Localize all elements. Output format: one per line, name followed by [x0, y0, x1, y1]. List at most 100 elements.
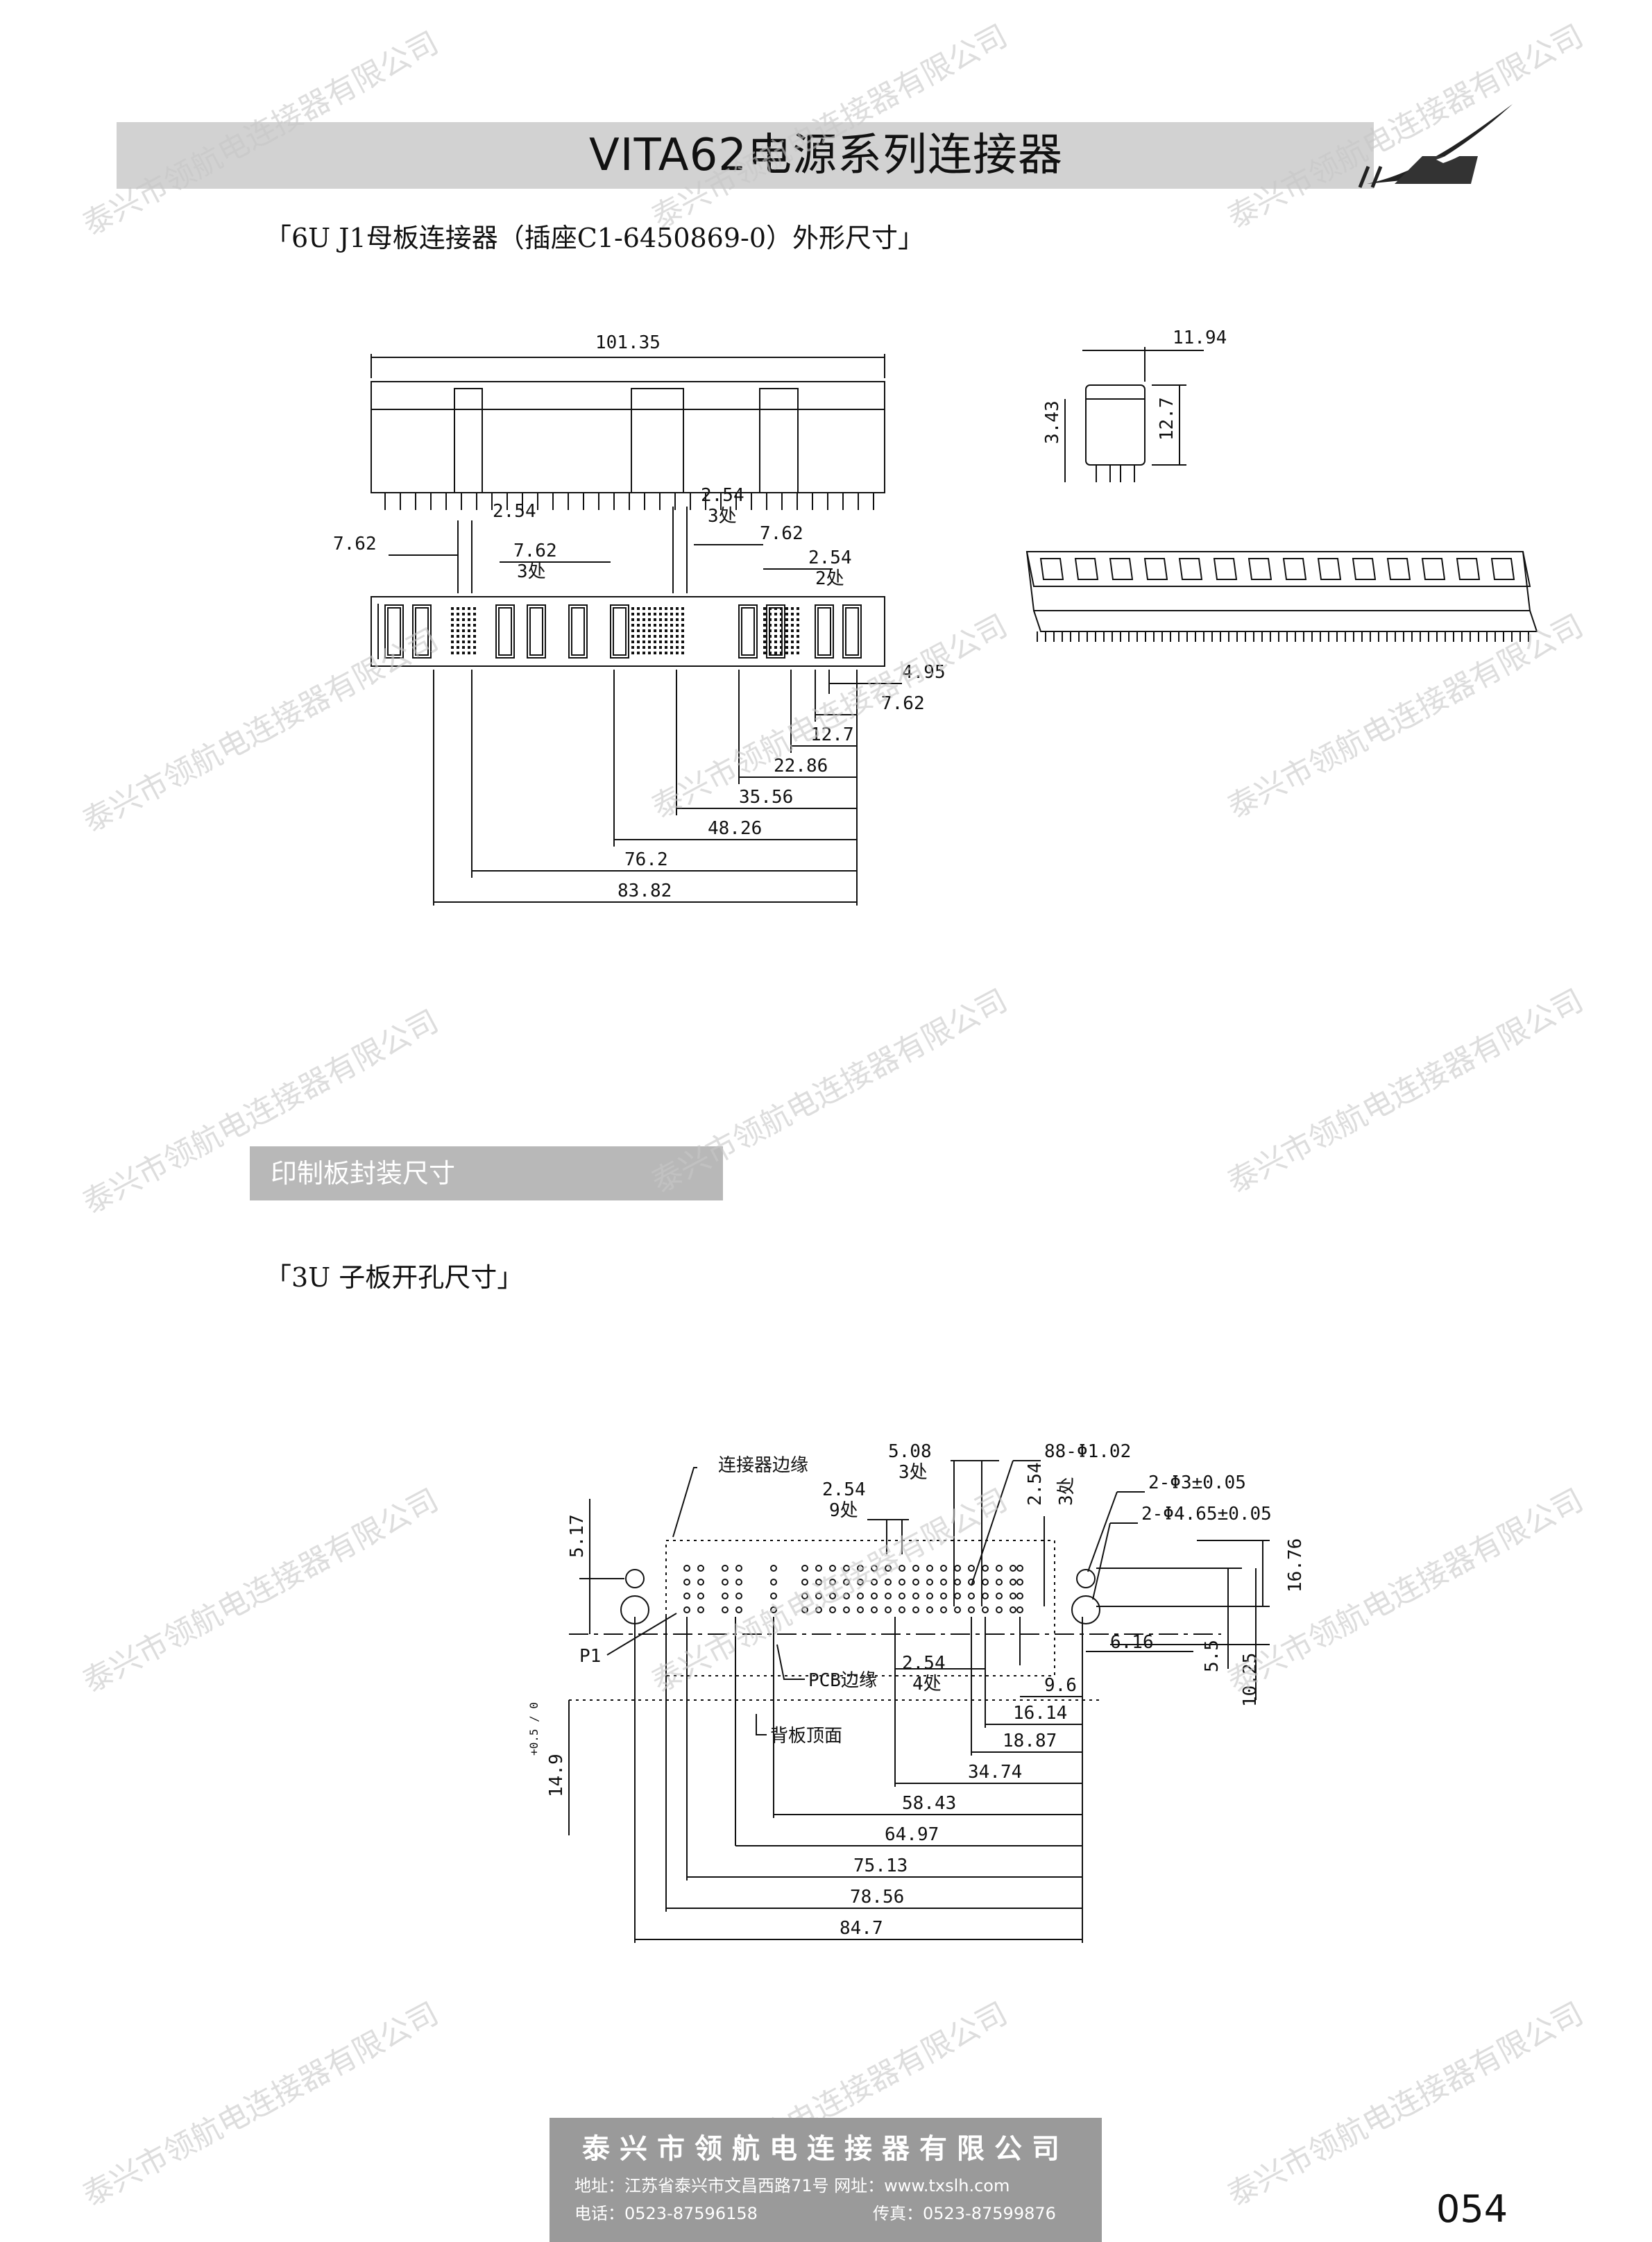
- pcb-hole: [982, 1565, 989, 1572]
- signal-pin: [769, 624, 772, 627]
- signal-pin: [774, 629, 777, 632]
- signal-pin: [659, 652, 662, 654]
- signal-pin: [654, 629, 656, 632]
- signal-pin: [451, 652, 454, 654]
- pcb-hole: [871, 1579, 878, 1586]
- signal-pin: [780, 618, 783, 621]
- dim-count-4: 4处: [912, 1674, 942, 1695]
- dim-616: 6.16: [1110, 1632, 1154, 1653]
- pcb-hole: [815, 1593, 822, 1599]
- signal-pin: [642, 640, 645, 643]
- signal-pin: [457, 607, 459, 610]
- signal-pin: [676, 652, 679, 654]
- signal-pin: [769, 613, 772, 615]
- signal-pin: [681, 624, 684, 627]
- page-number: 054: [1436, 2187, 1508, 2231]
- signal-pin: [637, 652, 640, 654]
- dim-5843: 58.43: [902, 1793, 956, 1814]
- dim-hole-3: 2-Φ3±0.05: [1148, 1472, 1246, 1493]
- pcb-hole: [954, 1565, 961, 1572]
- signal-pin: [797, 624, 799, 627]
- signal-pin: [659, 635, 662, 638]
- signal-pin: [670, 640, 673, 643]
- dim-1025: 10.25: [1240, 1653, 1261, 1707]
- power-slot-inner: [498, 607, 512, 656]
- signal-pin: [763, 652, 766, 654]
- power-slot-inner: [529, 607, 543, 656]
- caption-6u-connector: 「6U J1母板连接器（插座C1-6450869-0）外形尺寸」: [265, 223, 925, 253]
- signal-pin: [637, 618, 640, 621]
- signal-pin: [785, 624, 788, 627]
- dim-height-a: 3.43: [1042, 400, 1063, 444]
- signal-pin: [451, 624, 454, 627]
- isometric-view: [1025, 551, 1538, 642]
- pcb-hole: [982, 1606, 989, 1613]
- pcb-hole: [996, 1606, 1003, 1613]
- signal-pin: [457, 652, 459, 654]
- signal-pin: [659, 629, 662, 632]
- signal-pin: [462, 652, 465, 654]
- power-slot: [766, 604, 785, 659]
- signal-pin: [659, 613, 662, 615]
- signal-pin: [785, 618, 788, 621]
- signal-pin: [774, 618, 777, 621]
- pcb-hole: [683, 1579, 690, 1586]
- pcb-hole: [770, 1579, 777, 1586]
- signal-pin: [785, 607, 788, 610]
- pcb-hole: [996, 1565, 1003, 1572]
- signal-pin: [457, 629, 459, 632]
- signal-pin: [637, 629, 640, 632]
- signal-pin: [642, 646, 645, 649]
- power-slot: [610, 604, 629, 659]
- pcb-hole: [885, 1606, 892, 1613]
- footer-fax: 传真：0523-87599876: [873, 2204, 1056, 2223]
- section-band: [250, 1146, 723, 1200]
- pcb-hole: [857, 1565, 864, 1572]
- signal-pin: [451, 607, 454, 610]
- dim-count-3v: 3处: [1056, 1477, 1077, 1506]
- signal-pin: [659, 618, 662, 621]
- signal-pin: [637, 624, 640, 627]
- footprint-view: 2.54 7.62 7.62 3处 2.54 3处 7.62 2.54 2处 4…: [333, 485, 946, 906]
- pcb-hole: [926, 1606, 933, 1613]
- dim-hole-465: 2-Φ4.65±0.05: [1141, 1504, 1272, 1525]
- signal-pin: [774, 635, 777, 638]
- signal-pin: [659, 624, 662, 627]
- dim-count-2: 2处: [815, 568, 844, 589]
- signal-pin: [473, 607, 476, 610]
- dim-149: 14.9: [546, 1753, 567, 1797]
- watermark-text: 泰兴市领航电连接器有限公司: [77, 1996, 444, 2214]
- power-slot: [495, 604, 515, 659]
- signal-pin: [780, 624, 783, 627]
- signal-pin: [797, 652, 799, 654]
- signal-pin: [648, 618, 651, 621]
- signal-pin: [659, 607, 662, 610]
- pcb-hole: [829, 1606, 836, 1613]
- pcb-hole: [1010, 1606, 1016, 1613]
- signal-pin: [457, 624, 459, 627]
- pcb-hole: [815, 1579, 822, 1586]
- signal-pin: [473, 646, 476, 649]
- signal-pin: [468, 629, 470, 632]
- signal-pin: [468, 640, 470, 643]
- signal-pin: [769, 646, 772, 649]
- signal-pin: [462, 607, 465, 610]
- dim-254c: 2.54: [902, 1653, 946, 1674]
- iso-slot: [1317, 558, 1342, 580]
- pcb-hole: [982, 1579, 989, 1586]
- power-slot: [842, 604, 862, 659]
- signal-pin: [676, 613, 679, 615]
- signal-pin: [457, 640, 459, 643]
- signal-pin: [631, 607, 634, 610]
- signal-pin: [468, 624, 470, 627]
- iso-slot: [1386, 558, 1411, 580]
- pcb-hole: [722, 1593, 729, 1599]
- footer-address: 地址：江苏省泰兴市文昌西路71号 网址：www.txslh.com: [574, 2176, 1010, 2196]
- company-logo: [1358, 104, 1513, 188]
- signal-pin: [654, 613, 656, 615]
- dim-count-3: 3处: [708, 506, 737, 527]
- dim-1614: 16.14: [1013, 1703, 1067, 1724]
- signal-pin: [468, 646, 470, 649]
- signal-pin: [791, 618, 794, 621]
- pcb-hole: [843, 1565, 850, 1572]
